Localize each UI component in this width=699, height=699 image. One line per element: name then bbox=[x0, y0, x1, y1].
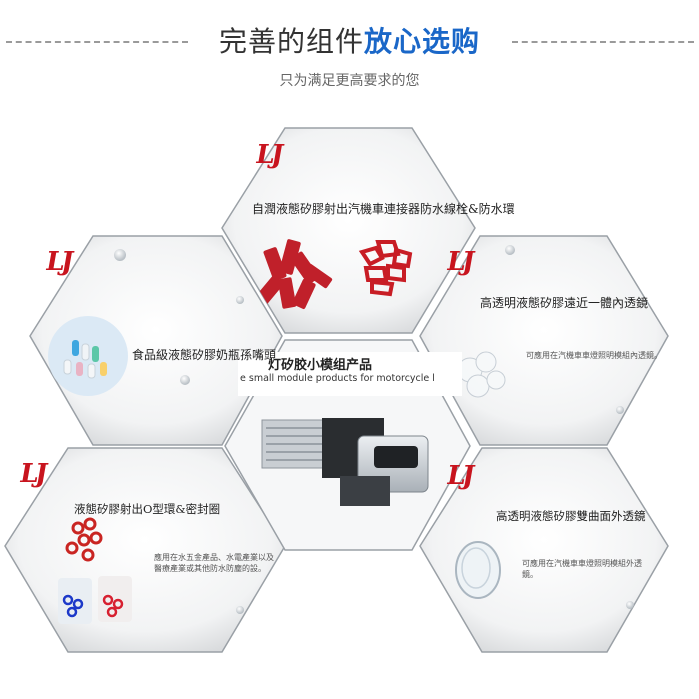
lj-logo-top: LJ bbox=[253, 140, 284, 170]
label-left: 食品級液態矽膠奶瓶孫嘴頭 bbox=[132, 348, 277, 362]
label-right: 高透明液態矽膠遠近一體內透鏡 bbox=[480, 296, 649, 310]
clear-lens-cluster bbox=[457, 351, 506, 398]
divider-left bbox=[6, 41, 188, 43]
label-top: 自潤液態矽膠射出汽機車連接器防水線栓&防水環 bbox=[252, 202, 515, 216]
title-highlight: 放心选购 bbox=[364, 25, 481, 58]
label-bottom-left: 液態矽膠射出O型環&密封圈 bbox=[74, 502, 221, 516]
lj-logo-left: LJ bbox=[43, 247, 74, 277]
hex-top bbox=[221, 127, 476, 334]
hex-left bbox=[29, 235, 283, 446]
page-subtitle: 只为满足更高要求的您 bbox=[279, 73, 420, 89]
hex-bottom-left bbox=[4, 447, 286, 653]
page-title: 完善的组件放心选购 bbox=[0, 20, 699, 60]
blue-orings bbox=[62, 594, 84, 618]
title-prefix: 完善的组件 bbox=[218, 25, 364, 58]
center-title-en: e small module products for motorcycle l bbox=[240, 373, 435, 384]
label-bottom-right: 高透明液態矽膠雙曲面外透鏡 bbox=[496, 509, 646, 523]
desc-right: 可應用在汽機車車燈照明模組內透鏡。 bbox=[526, 351, 662, 360]
small-red-orings bbox=[102, 594, 124, 618]
lj-logo-right: LJ bbox=[444, 247, 475, 277]
lj-logo-bottom-left: LJ bbox=[17, 459, 48, 489]
lj-logo-bottom-right: LJ bbox=[444, 461, 475, 491]
red-seal-rings bbox=[358, 240, 413, 297]
hex-bottom-right bbox=[419, 447, 669, 653]
red-connector-plugs bbox=[254, 239, 333, 309]
desc-bottom-right: 可應用在汽機車車燈照明模組外透 鏡。 bbox=[522, 559, 642, 579]
header: 完善的组件放心选购 只为满足更高要求的您 bbox=[0, 0, 699, 100]
nipple-products bbox=[63, 340, 107, 379]
divider-right bbox=[512, 41, 694, 43]
center-title-cn: 灯矽胶小模组产品 bbox=[268, 358, 373, 373]
desc-bottom-left: 應用在水五金產品、水電產業以及 醫療產業或其他防水防塵的設。 bbox=[154, 553, 274, 573]
red-orings bbox=[65, 517, 103, 562]
led-module bbox=[261, 418, 429, 506]
hex-center bbox=[224, 339, 471, 551]
hex-right bbox=[419, 235, 669, 446]
